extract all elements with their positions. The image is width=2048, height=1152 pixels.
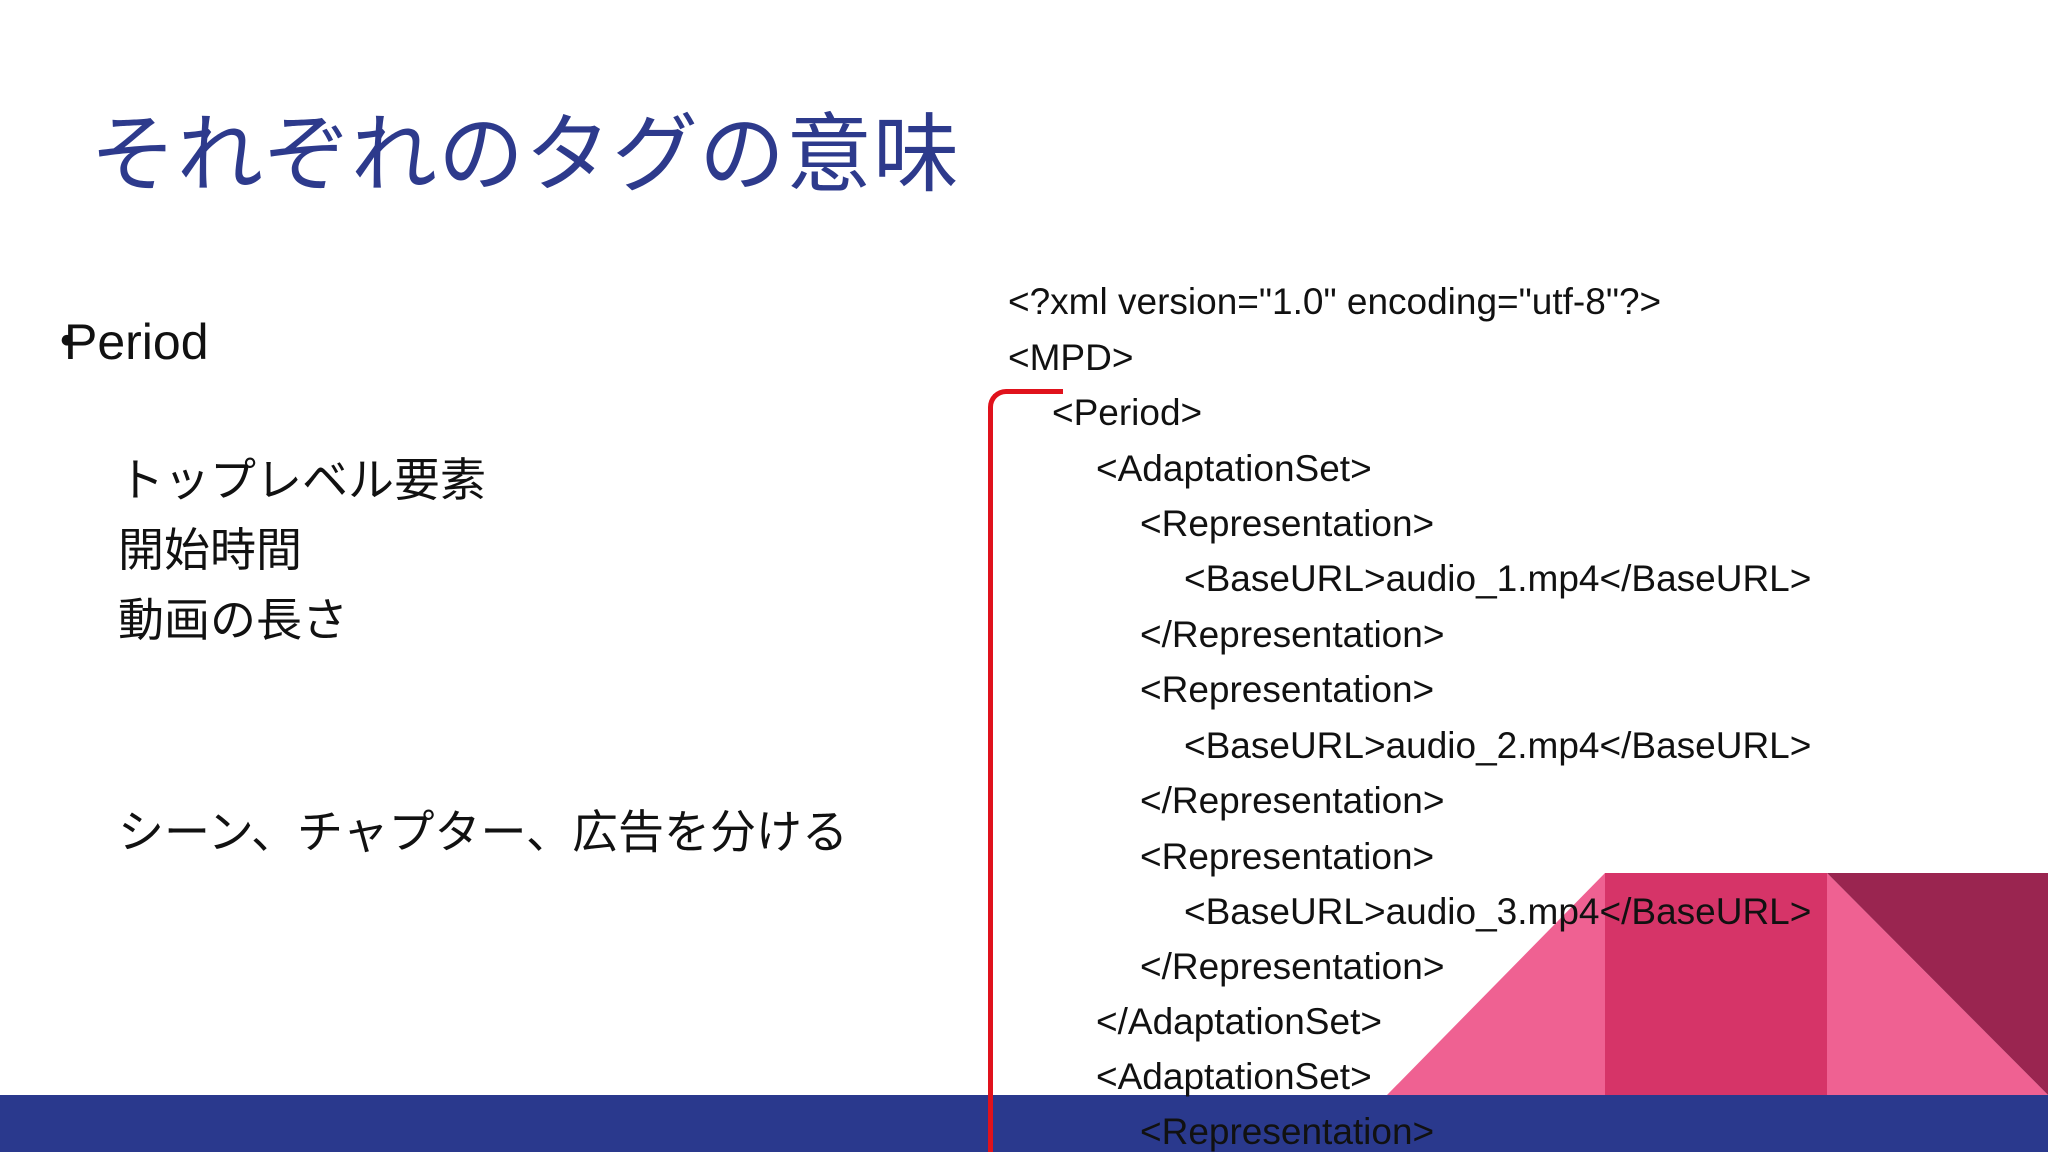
code-line-representation-open: <Representation> <box>1140 1111 1435 1152</box>
mpd-code-block: <?xml version="1.0" encoding="utf-8"?> <… <box>0 0 1811 1152</box>
pink-block-middle <box>1605 873 1827 1095</box>
slide-title: それぞれのタグの意味 <box>90 105 960 205</box>
bullet-period: ・Period <box>42 312 209 372</box>
code-line-adaptationset-open: <AdaptationSet> <box>1096 1056 1372 1097</box>
bullet-label: Period <box>64 314 209 370</box>
code-line-period-open: <Period> <box>1052 392 1203 433</box>
code-line-adaptationset-open: <AdaptationSet> <box>1096 448 1372 489</box>
code-line-baseurl: <BaseURL>audio_3.mp4</BaseURL> <box>1184 891 1812 932</box>
description-line-3: 動画の長さ <box>118 593 348 647</box>
code-line-adaptationset-close: </AdaptationSet> <box>1096 1001 1382 1042</box>
code-line-representation-close: </Representation> <box>1140 780 1445 821</box>
code-line-representation-close: </Representation> <box>1140 614 1445 655</box>
code-line-representation-open: <Representation> <box>1140 836 1435 877</box>
code-line-representation-open: <Representation> <box>1140 503 1435 544</box>
code-line-xml-declaration: <?xml version="1.0" encoding="utf-8"?> <box>1008 281 1662 322</box>
code-line-representation-open: <Representation> <box>1140 669 1435 710</box>
description-line-1: トップレベル要素 <box>118 453 486 507</box>
code-line-mpd-open: <MPD> <box>1008 337 1134 378</box>
period-bracket <box>988 389 1063 1152</box>
footer-bar <box>0 1095 2048 1152</box>
code-line-baseurl: <BaseURL>audio_2.mp4</BaseURL> <box>1184 725 1812 766</box>
description-line-2: 開始時間 <box>118 523 302 577</box>
code-line-representation-close: </Representation> <box>1140 946 1445 987</box>
bullet-mark: ・ <box>42 314 92 370</box>
pink-triangle-left <box>1387 873 1605 1095</box>
code-line-baseurl: <BaseURL>audio_1.mp4</BaseURL> <box>1184 558 1812 599</box>
dark-pink-triangle <box>1827 873 2048 1095</box>
description-line-4: シーン、チャプター、広告を分ける <box>118 805 849 859</box>
